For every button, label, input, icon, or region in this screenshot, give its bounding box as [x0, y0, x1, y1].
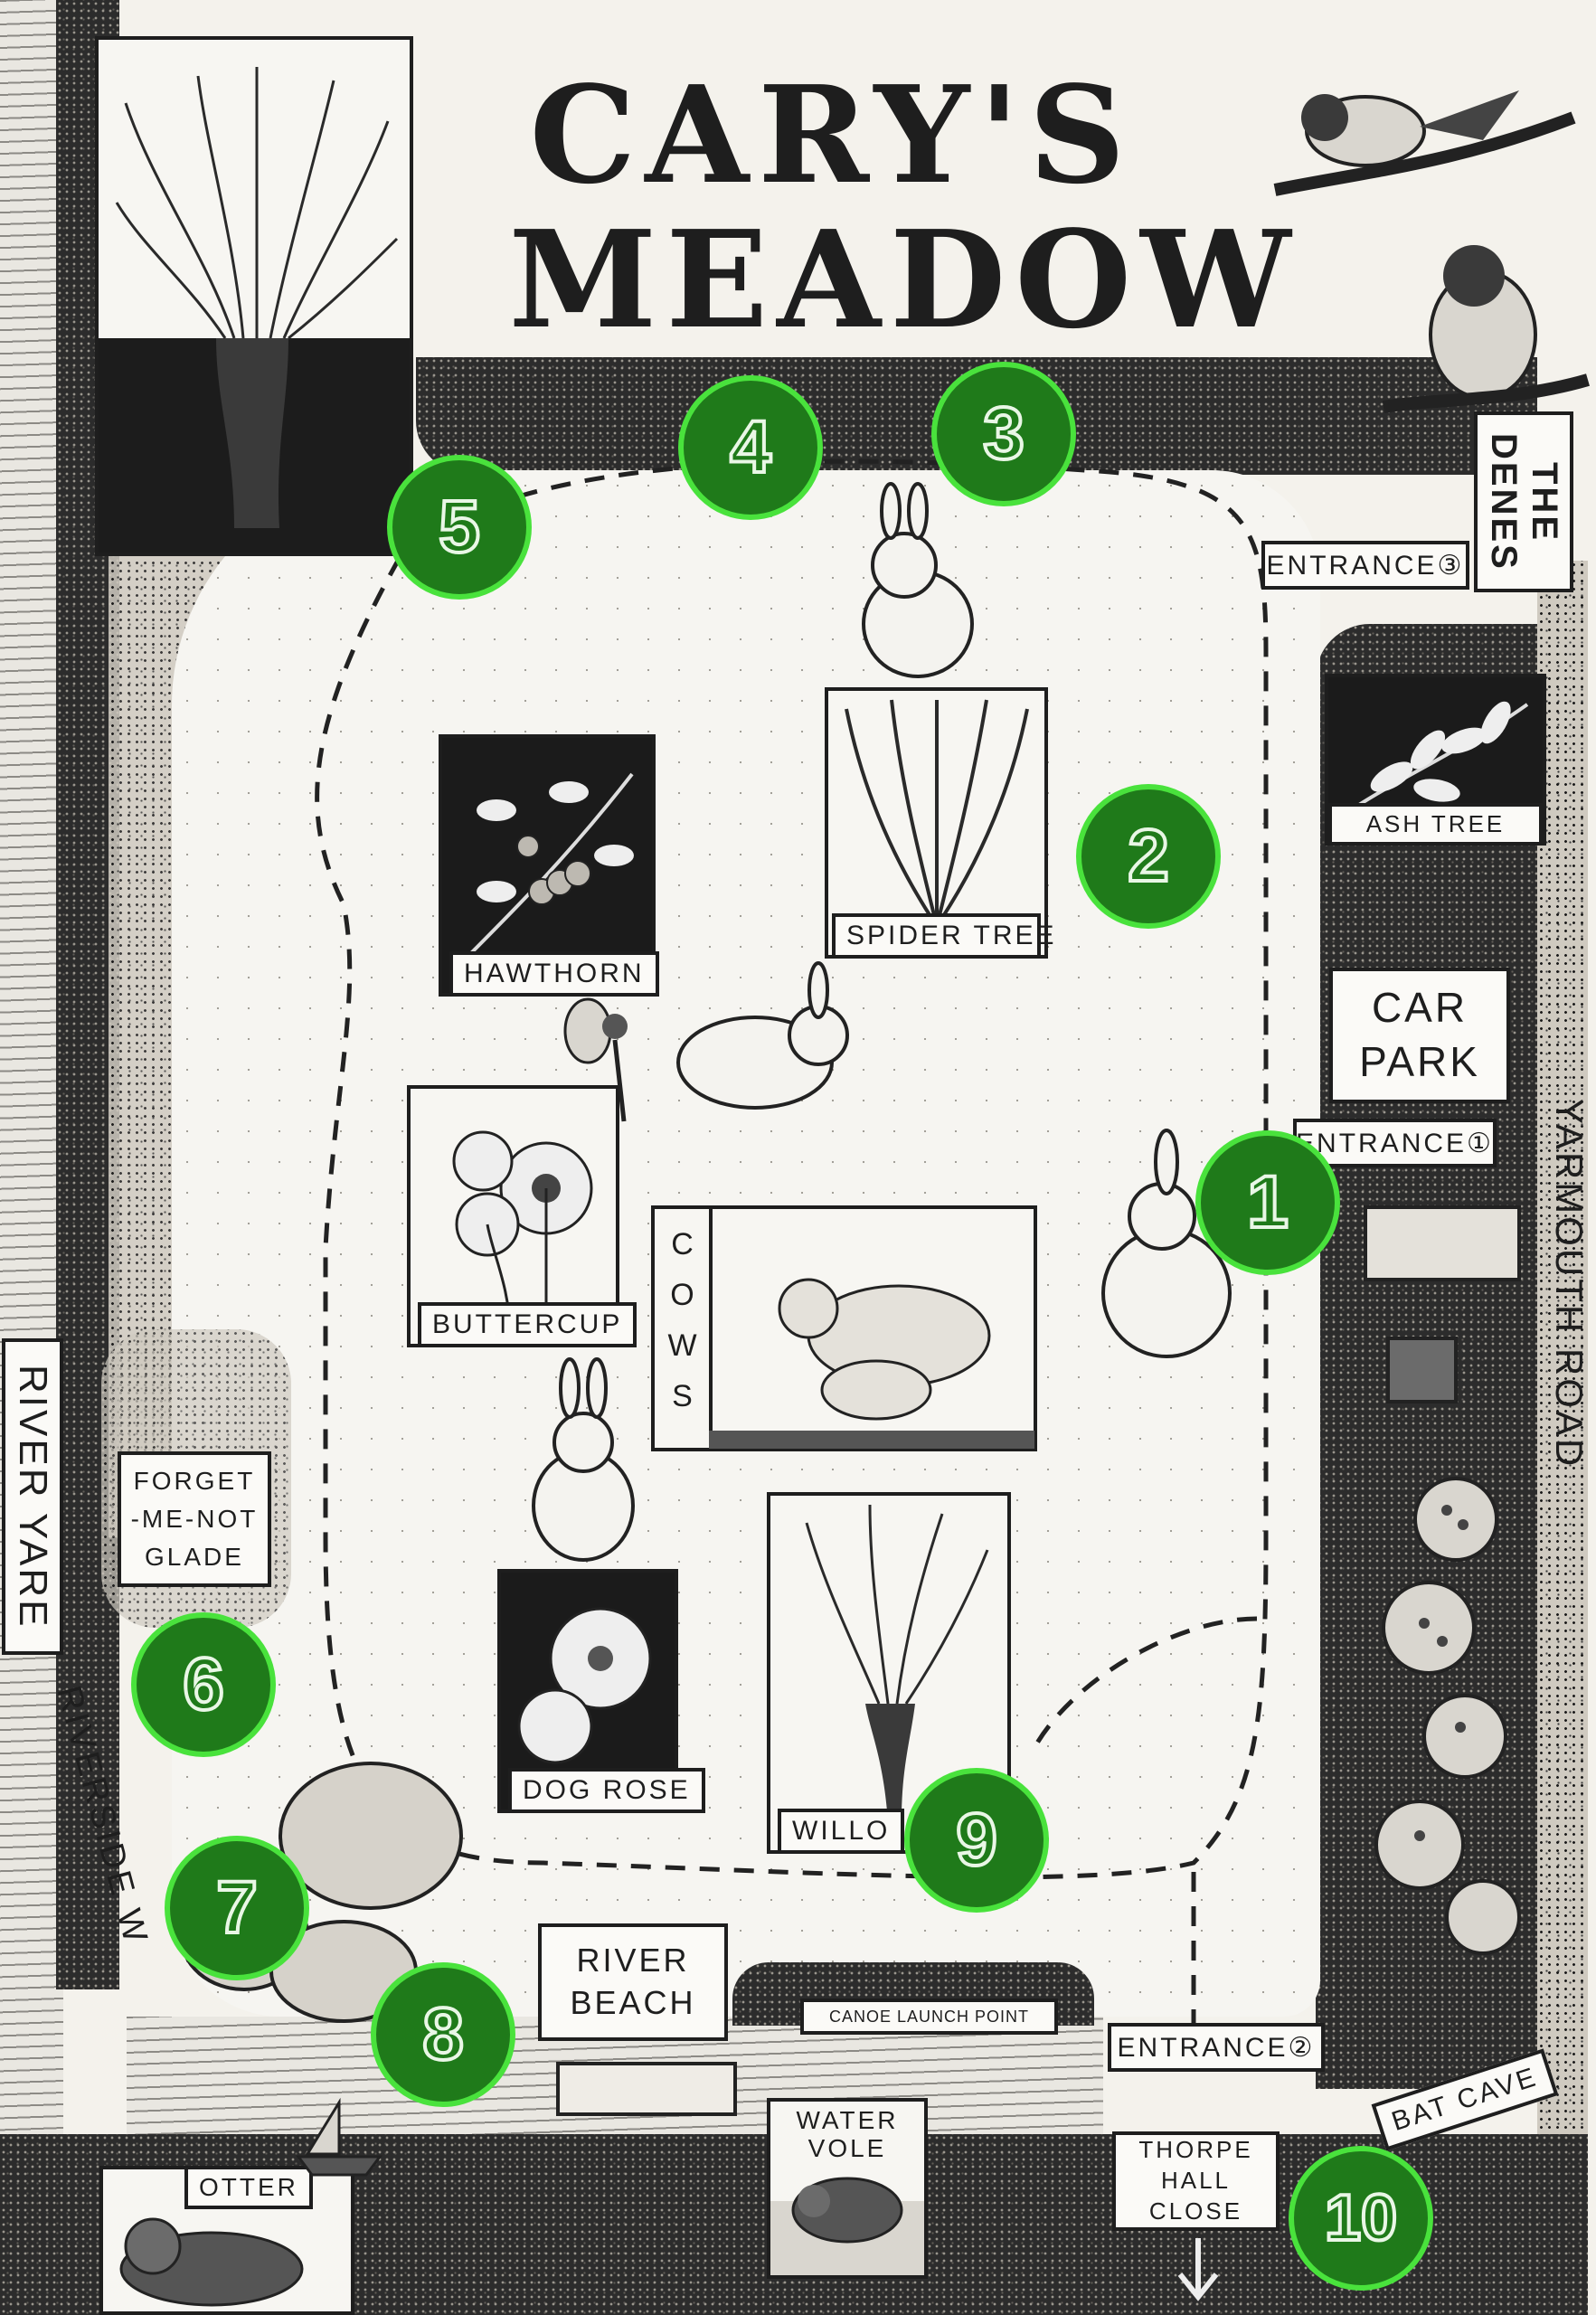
water-vole-caption: WATER VOLE [796, 2106, 899, 2162]
meadow-field [172, 470, 1320, 2017]
entrance-1-label[interactable]: ENTRANCE① [1293, 1119, 1497, 1167]
marker-3[interactable]: 3 [931, 362, 1076, 506]
spider-tree-tile: SPIDER TREE [825, 687, 1054, 959]
thorpe-hall-close-label: THORPE HALL CLOSE [1112, 2131, 1280, 2231]
the-denes-label: THE DENES [1474, 411, 1573, 592]
otter-tile: OTTER [99, 2166, 354, 2315]
ash-tree-tile: ASH TREE [1325, 674, 1546, 846]
hawthorn-tile: HAWTHORN [439, 734, 659, 997]
dog-rose-tag: DOG ROSE [508, 1768, 705, 1813]
rabbit-sitting-illustration [862, 482, 974, 678]
hawthorn-tag: HAWTHORN [449, 951, 659, 997]
river-yare-water [0, 0, 63, 2315]
rabbit-lying-illustration [676, 961, 849, 1110]
pollard-willow-illustration [95, 36, 413, 556]
marker-2[interactable]: 2 [1076, 784, 1221, 929]
yarmouth-road-label: YARMOUTH ROAD [1548, 1099, 1591, 1469]
entrance-3-label[interactable]: ENTRANCE③ [1261, 541, 1469, 590]
birds-on-branch-illustration [1273, 90, 1590, 413]
forget-me-not-glade-label: FORGET -ME-NOT GLADE [118, 1451, 271, 1587]
roadside-verge [1537, 561, 1588, 2279]
marker-8[interactable]: 8 [371, 1962, 515, 2107]
ash-tree-tag: ASH TREE [1328, 803, 1543, 846]
exit-arrow-icon [1177, 2238, 1219, 2301]
rabbit-right-illustration [1101, 1129, 1232, 1358]
buttercup-tile: BUTTERCUP [407, 1085, 637, 1347]
river-beach-bench [556, 2062, 737, 2116]
buttercup-tag: BUTTERCUP [418, 1302, 637, 1347]
willow-tag: WILLO [778, 1809, 905, 1854]
entrance-2-label[interactable]: ENTRANCE② [1108, 2023, 1325, 2072]
cows-caption: COWS [655, 1209, 713, 1448]
otter-tag: OTTER [184, 2166, 313, 2209]
marker-1[interactable]: 1 [1195, 1130, 1340, 1275]
map-title-line-1: CARY'S [529, 56, 1135, 213]
water-vole-tile: WATER VOLE [767, 2098, 928, 2279]
car-park-spaces [1364, 1205, 1521, 1403]
map-title-line-2: MEADOW [508, 201, 1300, 358]
river-beach-label: RIVER BEACH [538, 1923, 728, 2041]
canoe-launch-point-label: CANOE LAUNCH POINT [800, 1998, 1058, 2035]
marker-7[interactable]: 7 [165, 1836, 309, 1980]
marker-4[interactable]: 4 [678, 375, 823, 520]
marker-9[interactable]: 9 [904, 1768, 1049, 1913]
blackberry-bramble-illustration [1374, 1477, 1521, 1955]
dog-rose-tile: DOG ROSE [497, 1569, 705, 1813]
river-yare-label: RIVER YARE [2, 1338, 63, 1655]
marker-5[interactable]: 5 [387, 455, 532, 600]
spider-tree-tag: SPIDER TREE [832, 913, 1054, 959]
cows-tile: COWS [651, 1205, 1037, 1451]
fairy-illustration [563, 997, 628, 1122]
sailboat-icon [296, 2097, 382, 2177]
marker-10[interactable]: 10 [1289, 2146, 1433, 2291]
rabbit-left-illustration [532, 1357, 635, 1562]
marker-6[interactable]: 6 [131, 1612, 276, 1757]
car-park-label: CAR PARK [1329, 968, 1510, 1103]
